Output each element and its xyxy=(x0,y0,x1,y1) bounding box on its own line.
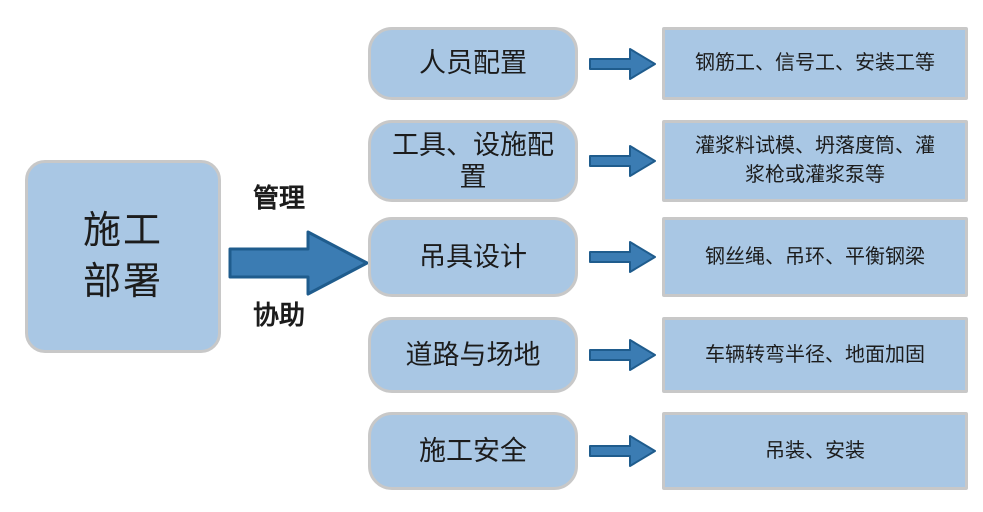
arrow-right-icon xyxy=(588,120,658,202)
category-node-rigging-design: 吊具设计 xyxy=(368,217,578,297)
arrow-right-icon xyxy=(588,27,658,100)
root-node-construction-deployment: 施工 部署 xyxy=(25,160,221,353)
category-node-tools-facilities: 工具、设施配 置 xyxy=(368,120,578,202)
detail-node-tools-facilities: 灌浆料试模、坍落度筒、灌 浆枪或灌浆泵等 xyxy=(662,120,968,202)
diagram-row: 工具、设施配 置 灌浆料试模、坍落度筒、灌 浆枪或灌浆泵等 xyxy=(368,120,968,202)
category-node-construction-safety: 施工安全 xyxy=(368,412,578,490)
detail-node-roads-site: 车辆转弯半径、地面加固 xyxy=(662,317,968,393)
arrow-right-icon xyxy=(588,412,658,490)
diagram-rows: 人员配置 钢筋工、信号工、安装工等 工具、设施配 置 灌浆料试模、坍落度筒、灌 … xyxy=(368,27,968,490)
diagram-row: 施工安全 吊装、安装 xyxy=(368,412,968,490)
diagram-row: 人员配置 钢筋工、信号工、安装工等 xyxy=(368,27,968,100)
category-node-personnel: 人员配置 xyxy=(368,27,578,100)
detail-node-construction-safety: 吊装、安装 xyxy=(662,412,968,490)
diagram-row: 道路与场地 车辆转弯半径、地面加固 xyxy=(368,317,968,393)
big-right-arrow-icon xyxy=(228,230,369,296)
category-node-roads-site: 道路与场地 xyxy=(368,317,578,393)
detail-node-rigging-design: 钢丝绳、吊环、平衡钢梁 xyxy=(662,217,968,297)
detail-node-personnel: 钢筋工、信号工、安装工等 xyxy=(662,27,968,100)
diagram-row: 吊具设计 钢丝绳、吊环、平衡钢梁 xyxy=(368,217,968,297)
arrow-label-assist: 协助 xyxy=(253,300,306,330)
arrow-right-icon xyxy=(588,317,658,393)
arrow-right-icon xyxy=(588,217,658,297)
arrow-label-manage: 管理 xyxy=(253,183,306,213)
